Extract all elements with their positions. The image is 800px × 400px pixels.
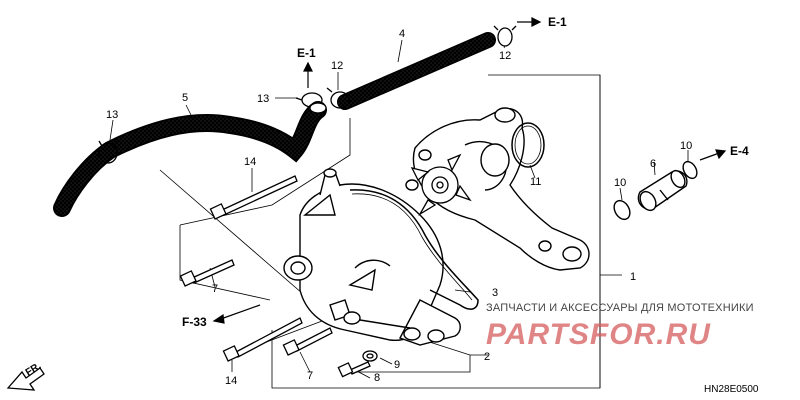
label-7-upper: 7 bbox=[212, 283, 218, 295]
ref-e4: E-4 bbox=[730, 144, 749, 158]
pump-body bbox=[405, 107, 590, 271]
label-8: 8 bbox=[374, 372, 380, 384]
o-ring-10-left bbox=[613, 199, 631, 221]
watermark-logo: PARTSFOR.RU bbox=[486, 318, 711, 351]
bolt-14-lower bbox=[222, 317, 303, 362]
ref-e1-mid: E-1 bbox=[297, 46, 316, 60]
ref-f33: F-33 bbox=[182, 315, 207, 329]
hose-5-end bbox=[309, 102, 327, 114]
gasket-3 bbox=[349, 189, 479, 310]
label-13-left: 13 bbox=[106, 109, 118, 121]
o-ring-11 bbox=[511, 122, 545, 168]
impeller bbox=[410, 153, 472, 216]
label-3: 3 bbox=[492, 287, 498, 299]
hose-4 bbox=[337, 32, 496, 110]
front-arrow-icon bbox=[6, 367, 45, 391]
watermark-tagline: ЗАПЧАСТИ И АКСЕССУАРЫ ДЛЯ МОТОТЕХНИКИ bbox=[486, 302, 754, 314]
washer-9 bbox=[362, 350, 378, 362]
clamp-12-top bbox=[493, 25, 517, 47]
label-13-right: 13 bbox=[257, 93, 269, 105]
bolt-7-lower bbox=[282, 327, 333, 356]
bolt-8 bbox=[337, 361, 371, 378]
label-6: 6 bbox=[650, 158, 656, 170]
label-1: 1 bbox=[630, 271, 636, 283]
ref-e1-top: E-1 bbox=[548, 15, 567, 29]
label-2: 2 bbox=[484, 351, 490, 363]
label-10-right: 10 bbox=[680, 140, 692, 152]
ref-arrows bbox=[212, 17, 727, 324]
pump-cover bbox=[283, 168, 461, 346]
o-ring-10-right bbox=[682, 160, 698, 180]
assembly-frame bbox=[159, 74, 601, 389]
label-14-lower: 14 bbox=[225, 375, 237, 387]
hose-5 bbox=[53, 101, 327, 217]
label-4: 4 bbox=[399, 28, 405, 40]
label-14-upper: 14 bbox=[244, 156, 256, 168]
diagram-code: HN28E0500 bbox=[704, 384, 759, 395]
label-9: 9 bbox=[394, 359, 400, 371]
clamp-13-left bbox=[98, 140, 118, 164]
label-11: 11 bbox=[530, 176, 541, 188]
bolt-7-upper bbox=[179, 259, 235, 287]
label-12-top: 12 bbox=[499, 50, 511, 62]
bolt-14-upper bbox=[209, 175, 298, 220]
pipe-6 bbox=[637, 169, 688, 212]
label-7-lower: 7 bbox=[307, 370, 313, 382]
clamp-12-mid bbox=[326, 87, 350, 109]
label-12-mid: 12 bbox=[331, 60, 343, 72]
label-10-left: 10 bbox=[614, 177, 626, 189]
label-5: 5 bbox=[182, 92, 188, 104]
